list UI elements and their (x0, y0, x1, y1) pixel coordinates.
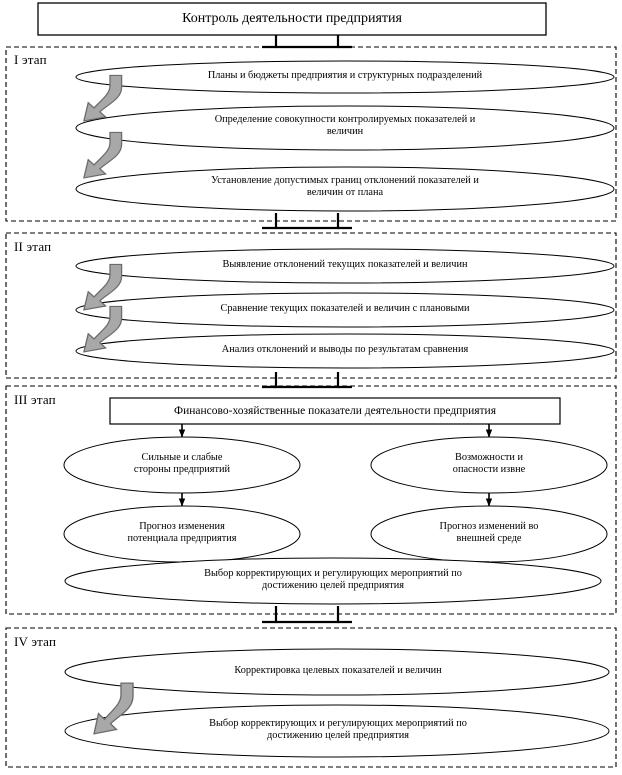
curved-arrow-s2-a (83, 263, 123, 311)
stage-frame-4 (5, 627, 617, 768)
stage1-ellipse-3 (75, 166, 615, 212)
stage-label-1: I этап (14, 52, 47, 67)
stage-frame-3 (5, 385, 617, 615)
stage3-ellipse-opportunities (370, 436, 608, 494)
curved-arrow-s2-b (83, 305, 123, 353)
stage-frame-1 (5, 46, 617, 222)
stage3-ellipse-forecast-potential (63, 505, 301, 563)
stage2-ellipse-3 (75, 333, 615, 369)
stage3-ellipse-forecast-external (370, 505, 608, 563)
stage2-ellipse-1 (75, 248, 615, 284)
stage-label-3: III этап (14, 392, 56, 407)
stage3-header-box (109, 397, 561, 425)
curved-arrow-s1-a (83, 74, 123, 122)
connector-stage1-stage2 (262, 213, 352, 230)
stage-label-4: IV этап (14, 634, 57, 649)
stage-label-2: II этап (14, 239, 52, 254)
curved-arrow-s1-b (83, 131, 123, 179)
connector-title-stage1 (262, 35, 352, 49)
title-box (37, 2, 547, 36)
curved-arrow-s4-a (93, 682, 134, 735)
stage4-ellipse-2 (64, 704, 610, 758)
stage3-ellipse-measures (64, 557, 602, 605)
stage1-ellipse-2 (75, 105, 615, 151)
stage2-ellipse-2 (75, 292, 615, 328)
stage4-ellipse-1 (64, 648, 610, 696)
connector-stage2-stage3 (262, 372, 352, 389)
connector-stage3-stage4 (262, 606, 352, 624)
stage3-ellipse-strengths (63, 436, 301, 494)
stage-frame-2 (5, 232, 617, 379)
stage1-ellipse-1 (75, 60, 615, 94)
